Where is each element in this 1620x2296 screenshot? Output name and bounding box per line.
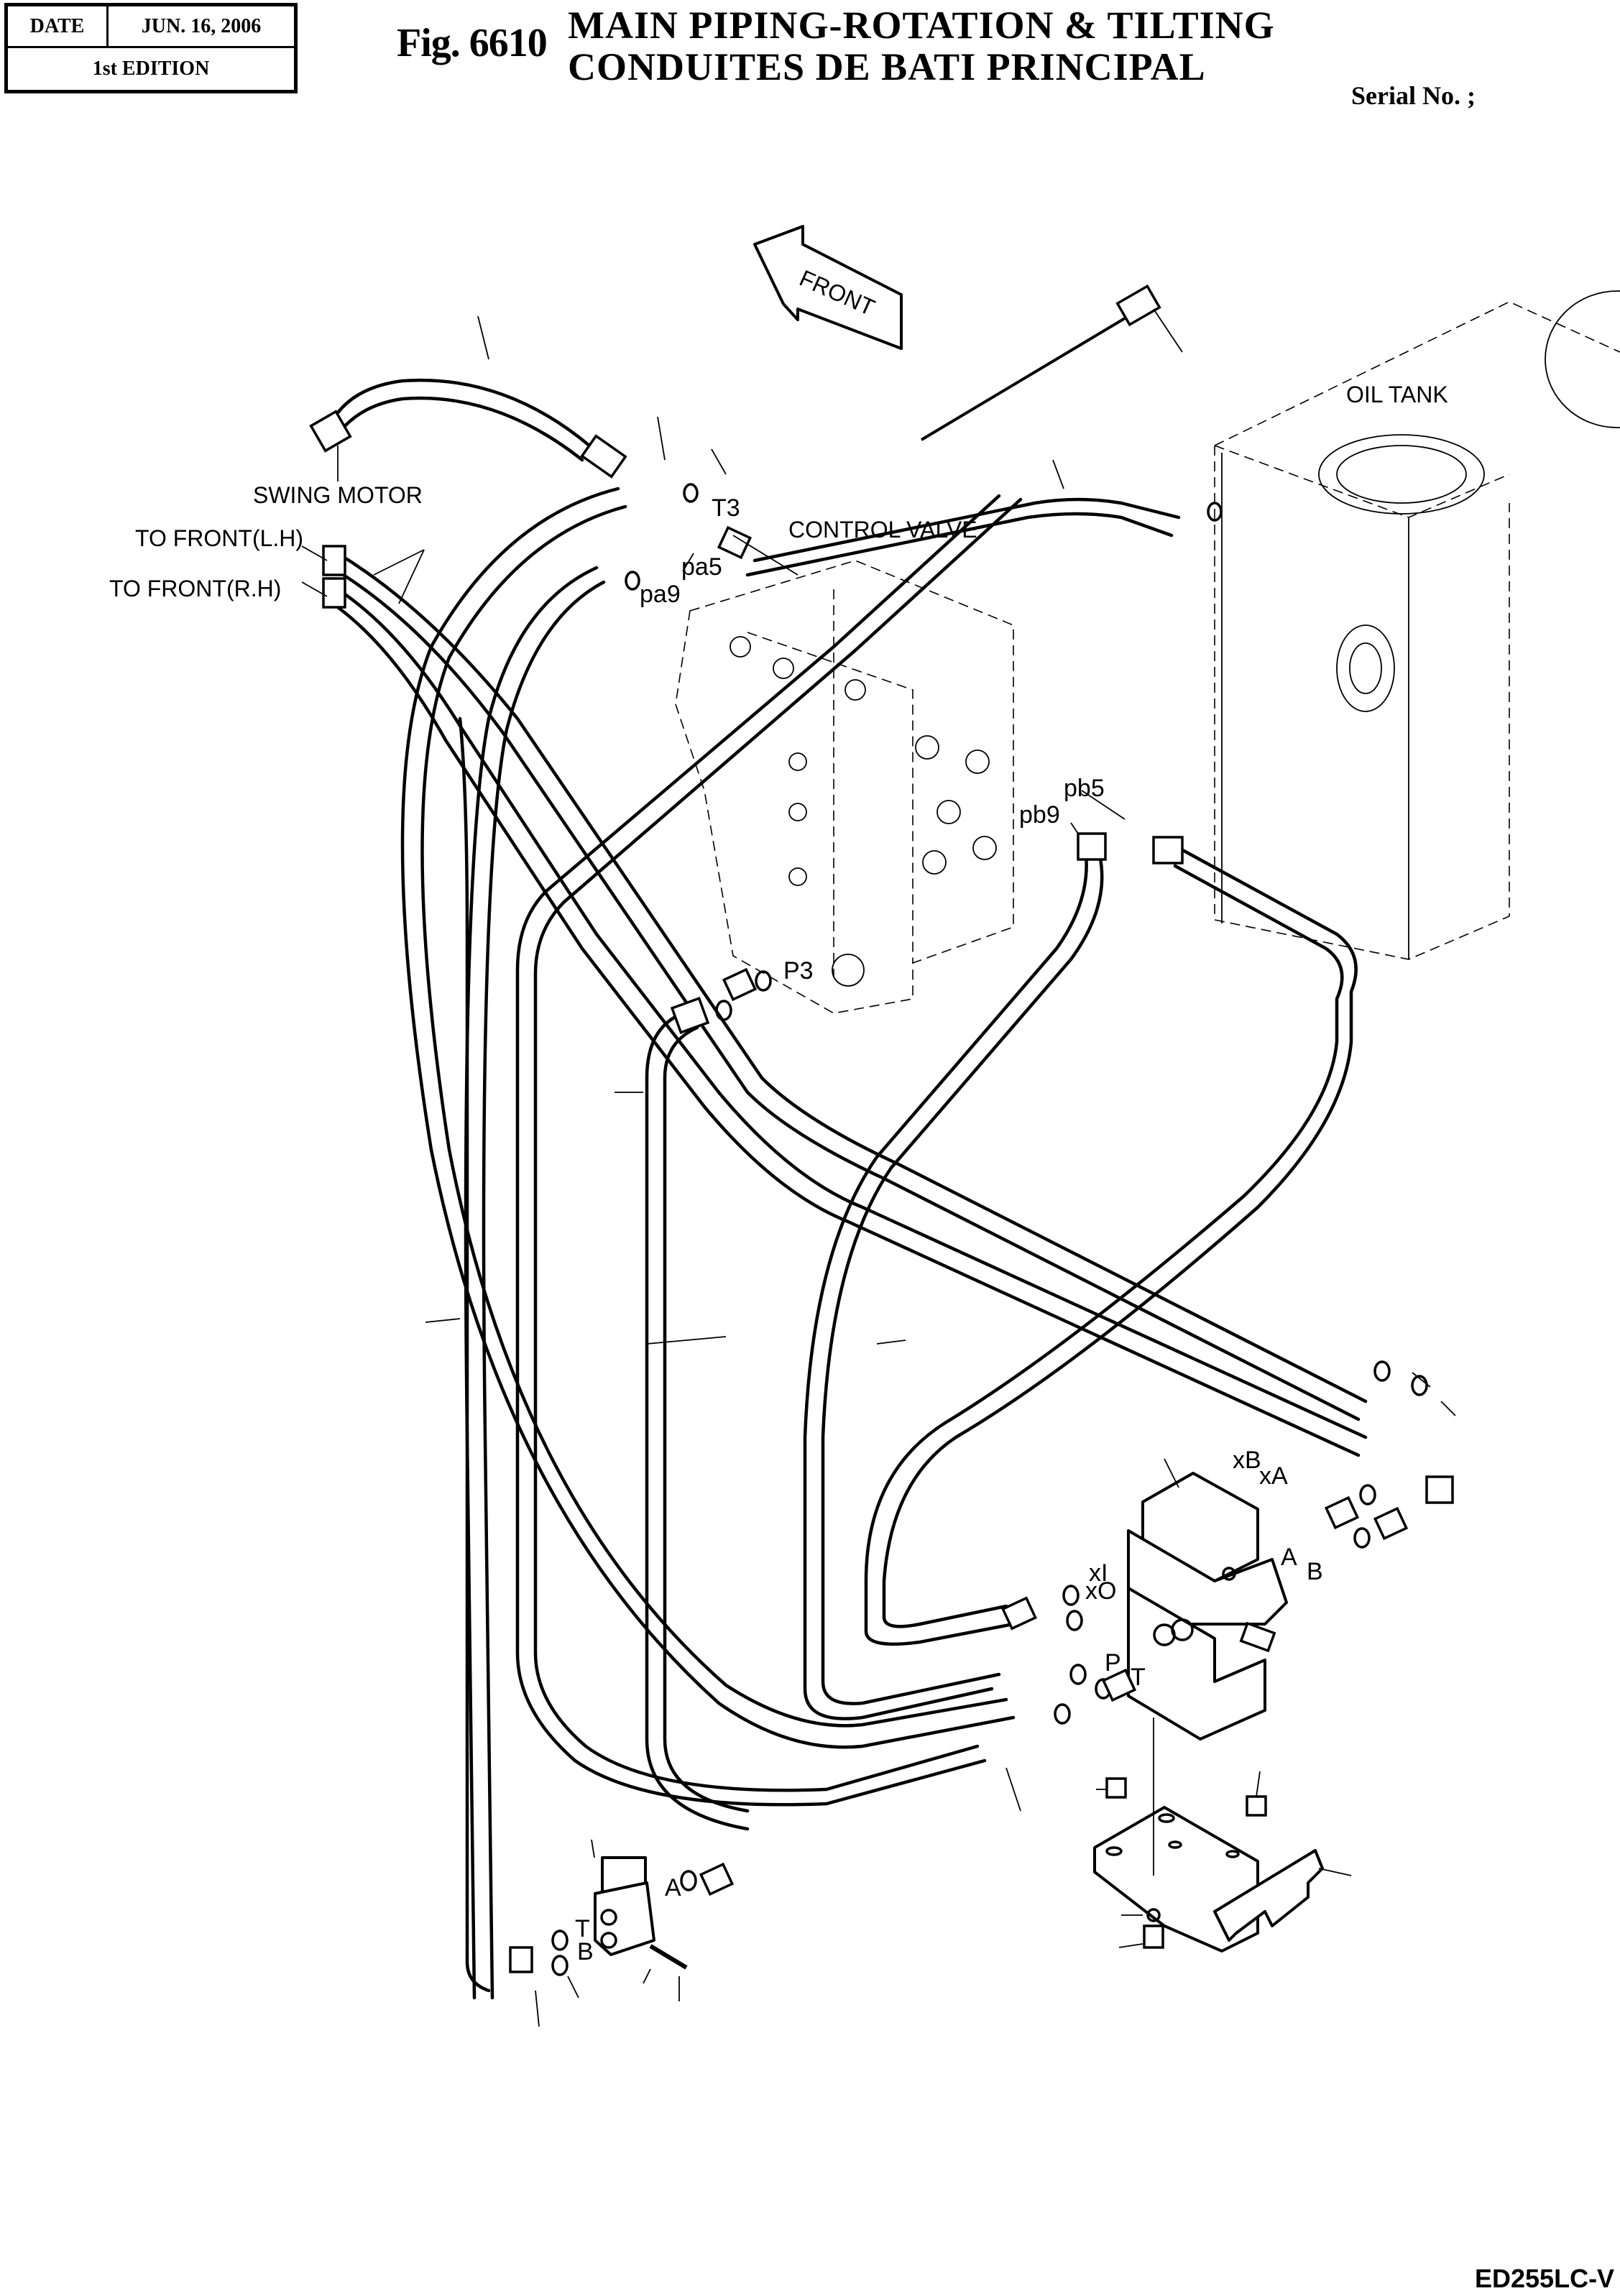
solenoid-port-t-label: T	[575, 1915, 590, 1942]
fittings-orings	[509, 483, 1454, 1976]
figure-number: Fig. 6610	[397, 21, 548, 65]
port-t3-label: T3	[712, 494, 740, 522]
hose-to-front-lh	[322, 545, 1368, 1421]
model-code: ED255LC-V	[1475, 2264, 1615, 2293]
port-xi-label: xI	[1089, 1559, 1108, 1587]
serial-number-label: Serial No. ;	[1351, 81, 1476, 110]
hose-pb5	[864, 836, 1358, 1646]
port-xa-label: xA	[1259, 1462, 1288, 1490]
port-p3-label: P3	[783, 957, 814, 985]
level-sensor-rod	[920, 284, 1183, 441]
hose-pb9	[803, 832, 1107, 1720]
hose-pa5-to-tank	[515, 494, 1181, 1807]
mounting-bracket	[1093, 1718, 1324, 1952]
oil-tank-label: OIL TANK	[1346, 382, 1448, 407]
to-front-lh-label: TO FRONT(L.H)	[135, 525, 303, 551]
control-valve: CONTROL VALVE	[675, 517, 1014, 1014]
hose-swing-motor	[309, 378, 627, 479]
swing-motor-label: SWING MOTOR	[253, 482, 423, 508]
hose-to-front-rh	[322, 577, 1368, 1457]
port-xb-label: xB	[1233, 1447, 1261, 1474]
port-xo-label: xO	[1085, 1577, 1116, 1605]
port-pb9-label: pb9	[1019, 801, 1060, 829]
port-pa5-label: pa5	[681, 553, 722, 581]
hose-t3-return	[400, 487, 1016, 1749]
solenoid-port-b-label: B	[577, 1938, 594, 1965]
date-value: JUN. 16, 2006	[109, 6, 294, 48]
leader-lines	[301, 315, 1456, 2027]
port-p-label: P	[1105, 1649, 1121, 1677]
to-front-rh-label: TO FRONT(R.H)	[109, 576, 281, 601]
solenoid-port-a-label: A	[665, 1874, 681, 1901]
edition-label: 1st EDITION	[92, 57, 210, 80]
port-pb5-label: pb5	[1064, 775, 1105, 802]
port-a-label: A	[1281, 1544, 1297, 1571]
port-pa9-label: pa9	[640, 581, 681, 608]
title-english: MAIN PIPING-ROTATION & TILTING	[568, 4, 1275, 47]
date-edition-box: DATE JUN. 16, 2006 1st EDITION	[4, 3, 298, 93]
front-direction-arrow: FRONT	[753, 225, 903, 350]
oil-tank: OIL TANK	[1214, 290, 1620, 960]
title-french: CONDUITES DE BATI PRINCIPAL	[568, 45, 1206, 88]
rotation-tilt-valve	[1127, 1472, 1288, 1741]
hose-p3	[645, 997, 750, 1831]
page-title: MAIN PIPING-ROTATION & TILTING CONDUITES…	[568, 4, 1275, 88]
port-t-label: T	[1131, 1664, 1146, 1691]
port-b-label: B	[1307, 1558, 1323, 1585]
solenoid-valve	[594, 1856, 688, 1970]
date-label: DATE	[8, 6, 109, 48]
hose-main-vertical	[458, 716, 491, 1993]
